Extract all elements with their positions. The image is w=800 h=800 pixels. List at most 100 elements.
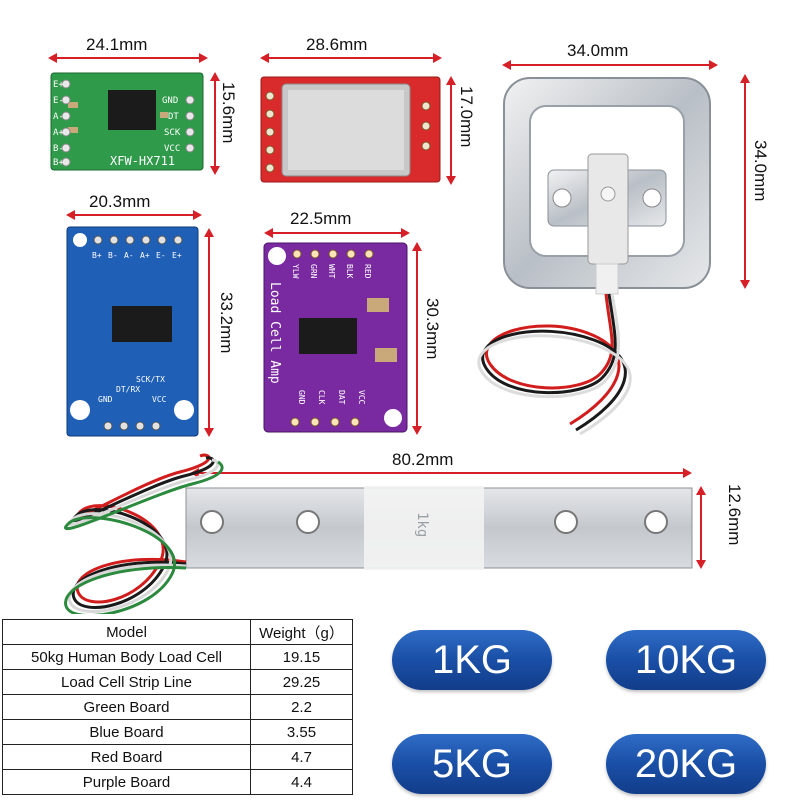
weight-table: Model Weight（g） 50kg Human Body Load Cel…	[2, 619, 353, 795]
table-cell-model: 50kg Human Body Load Cell	[2, 644, 251, 670]
purple-pin-label: VCC	[357, 390, 366, 405]
body-width-label: 34.0mm	[567, 41, 629, 60]
blue-height-line	[208, 232, 210, 432]
green-height-line	[214, 76, 216, 170]
table-row: Red Board 4.7	[2, 744, 353, 770]
green-width-label: 24.1mm	[86, 35, 148, 54]
blue-pin-label: B-	[108, 251, 118, 260]
green-pin-label: B-	[53, 144, 64, 154]
purple-width-arrow-left	[264, 228, 273, 238]
strip-height-label: 12.6mm	[725, 484, 744, 546]
green-height-arrow-up	[210, 72, 220, 81]
purple-board-title: Load Cell Amp	[267, 282, 282, 384]
body-width-arrow-left	[502, 60, 511, 70]
body-load-cell	[477, 77, 711, 436]
blue-pin-label: DT/RX	[116, 385, 140, 394]
red-height-arrow-up	[446, 76, 456, 85]
blue-width-line	[70, 214, 196, 216]
body-height-arrow-up	[740, 74, 750, 83]
green-board-label: XFW-HX711	[110, 154, 175, 168]
purple-pin-label: CLK	[317, 390, 326, 405]
table-row: Green Board 2.2	[2, 694, 353, 720]
table-cell-model: Load Cell Strip Line	[2, 669, 251, 695]
blue-width-arrow-left	[66, 210, 75, 220]
red-width-arrow-right	[433, 53, 442, 63]
table-cell-weight: 3.55	[250, 719, 353, 745]
purple-width-label: 22.5mm	[290, 209, 352, 228]
strip-label: 1kg	[414, 512, 430, 537]
table-row: 50kg Human Body Load Cell 19.15	[2, 644, 353, 670]
table-header-model: Model	[2, 619, 251, 645]
body-height-arrow-down	[740, 280, 750, 289]
table-cell-model: Blue Board	[2, 719, 251, 745]
purple-pin-label: BLK	[345, 264, 354, 279]
table-cell-model: Red Board	[2, 744, 251, 770]
blue-pin-label: E+	[172, 251, 182, 260]
green-pin-label: A-	[53, 112, 64, 122]
table-cell-weight: 4.7	[250, 744, 353, 770]
table-header-weight: Weight（g）	[250, 619, 353, 645]
body-width-line	[506, 64, 712, 66]
blue-pin-label: E-	[156, 251, 166, 260]
table-row: Blue Board 3.55	[2, 719, 353, 745]
green-board: E+ E- A- A+ B- B+ GND DT SCK VCC XFW-HX7…	[50, 72, 204, 171]
blue-pin-label: A-	[124, 251, 134, 260]
blue-pin-label: SCK/TX	[136, 375, 165, 384]
red-width-label: 28.6mm	[306, 35, 368, 54]
blue-pin-label: A+	[140, 251, 150, 260]
strip-height-line	[700, 490, 702, 564]
body-height-line	[744, 78, 746, 284]
green-pin-label: B+	[53, 158, 64, 168]
green-pin-label: VCC	[164, 144, 180, 154]
table-cell-model: Purple Board	[2, 769, 251, 795]
table-header-row: Model Weight（g）	[2, 619, 353, 645]
purple-height-line	[416, 246, 418, 430]
table-row: Purple Board 4.4	[2, 769, 353, 795]
purple-width-arrow-right	[401, 228, 410, 238]
purple-height-arrow-up	[412, 242, 422, 251]
blue-pin-label: GND	[98, 395, 113, 404]
blue-height-arrow-down	[204, 428, 214, 437]
table-cell-weight: 4.4	[250, 769, 353, 795]
purple-pin-label: WHT	[327, 264, 336, 279]
purple-pin-label: GND	[297, 390, 306, 405]
green-width-line	[52, 57, 202, 59]
green-width-arrow-left	[48, 53, 57, 63]
green-pin-label: E-	[53, 96, 64, 106]
green-pin-label: SCK	[164, 128, 181, 138]
blue-pin-label: B+	[92, 251, 102, 260]
table-cell-weight: 2.2	[250, 694, 353, 720]
red-width-line	[264, 57, 436, 59]
red-board	[260, 76, 441, 183]
table-row: Load Cell Strip Line 29.25	[2, 669, 353, 695]
capacity-badge-1kg: 1KG	[392, 630, 552, 690]
strip-load-cell: 1kg	[64, 453, 693, 614]
blue-width-arrow-right	[193, 210, 202, 220]
green-height-arrow-down	[210, 166, 220, 175]
strip-height-arrow-up	[696, 486, 706, 495]
purple-pin-label: GRN	[309, 264, 318, 279]
capacity-badge-10kg: 10KG	[606, 630, 766, 690]
capacity-badge-5kg: 5KG	[392, 734, 552, 794]
purple-pin-label: DAT	[337, 390, 346, 405]
green-pin-label: A+	[53, 128, 64, 138]
red-height-line	[450, 80, 452, 180]
strip-height-arrow-down	[696, 560, 706, 569]
green-pin-label: GND	[162, 96, 178, 106]
table-cell-weight: 29.25	[250, 669, 353, 695]
body-width-arrow-right	[709, 60, 718, 70]
green-pin-label: E+	[53, 80, 64, 90]
purple-pin-label: YLW	[291, 264, 300, 279]
capacity-badge-20kg: 20KG	[606, 734, 766, 794]
strip-width-arrow-right	[683, 468, 692, 478]
strip-width-label: 80.2mm	[392, 450, 454, 469]
red-width-arrow-left	[260, 53, 269, 63]
purple-pin-label: RED	[363, 264, 372, 279]
purple-board: Load Cell Amp YLW GRN WHT BLK RED GND CL…	[263, 242, 408, 433]
blue-pin-label: VCC	[152, 395, 167, 404]
blue-height-arrow-up	[204, 228, 214, 237]
green-width-arrow-right	[199, 53, 208, 63]
green-pin-label: DT	[168, 112, 179, 122]
blue-board: B+ B- A- A+ E- E+ GND DT/RX SCK/TX VCC	[66, 226, 199, 437]
purple-width-line	[268, 232, 404, 234]
